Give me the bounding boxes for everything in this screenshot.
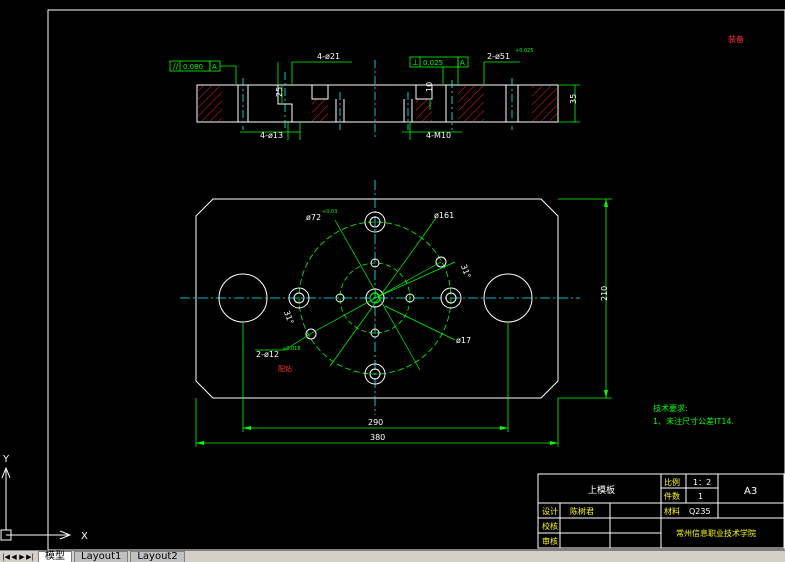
red-note: 配钻 bbox=[278, 364, 292, 373]
holes-13-label: 4-ø13 bbox=[260, 131, 283, 140]
tech-notes-line1: 1、未注尺寸公差IT14. bbox=[653, 416, 734, 426]
tech-notes-title: 技术要求: bbox=[653, 403, 688, 413]
holes-12-tolerance: +0.018 bbox=[282, 346, 301, 352]
hatch-zone-right bbox=[532, 86, 557, 121]
height-35-label: 35 bbox=[569, 94, 578, 104]
layout-tab-bar: |◀ ◀ ▶ ▶| 模型 Layout1 Layout2 bbox=[0, 550, 785, 562]
tab-next-icon[interactable]: ▶ bbox=[19, 553, 25, 561]
dim-161-label: ø161 bbox=[434, 211, 454, 220]
holes-51-label: 2-ø51 bbox=[487, 52, 510, 61]
stamp-text: 装备 bbox=[728, 34, 744, 44]
hatch-zone-left bbox=[198, 86, 222, 121]
title-qty-label: 件数 bbox=[664, 491, 680, 501]
section-view: // 0.080 A ⊥ 0.025 A 4-ø21 2-ø51 +0.025 … bbox=[169, 48, 580, 140]
section-outline bbox=[196, 84, 559, 123]
perp-symbol: ⊥ bbox=[412, 58, 419, 67]
title-designer-label: 设计 bbox=[542, 506, 558, 516]
perp-datum: A bbox=[460, 59, 465, 67]
title-school: 常州信息职业技术学院 bbox=[676, 528, 756, 538]
hatch-zone-mid-left bbox=[312, 99, 328, 121]
width-380-label: 380 bbox=[370, 433, 385, 442]
title-part-name: 上模板 bbox=[588, 484, 615, 496]
width-290-label: 290 bbox=[368, 418, 383, 427]
thread-m10-label: 4-M10 bbox=[426, 131, 451, 140]
tab-layout1[interactable]: Layout1 bbox=[74, 551, 129, 562]
dim-72-label: ø72 bbox=[306, 213, 321, 222]
height-210-label: 210 bbox=[600, 286, 609, 301]
flatness-value: 0.080 bbox=[183, 63, 203, 71]
title-scale-label: 比例 bbox=[664, 477, 680, 487]
title-sheet-size: A3 bbox=[744, 486, 757, 497]
plate-outline bbox=[195, 198, 559, 399]
title-scale-value: 1：2 bbox=[693, 478, 711, 487]
dim-72-tolerance: +0.03 bbox=[322, 209, 337, 215]
angle-left-label: 31° bbox=[282, 309, 295, 325]
flatness-datum: A bbox=[212, 63, 217, 71]
ucs-x-label: X bbox=[81, 531, 88, 542]
height-10-label: 10 bbox=[425, 82, 434, 92]
tab-first-icon[interactable]: |◀ bbox=[2, 553, 10, 561]
drawing-frame bbox=[47, 9, 785, 550]
tab-model[interactable]: 模型 bbox=[38, 551, 72, 562]
holes-12-label: 2-ø12 bbox=[256, 350, 279, 359]
holes-51-tolerance: +0.025 bbox=[515, 48, 534, 54]
flatness-symbol: // bbox=[173, 62, 179, 71]
title-material-value: Q235 bbox=[689, 507, 711, 516]
ucs-icon bbox=[0, 466, 72, 541]
cad-model-space[interactable]: 装备 bbox=[0, 0, 785, 550]
bolt-circle-72 bbox=[339, 262, 411, 334]
tab-layout2[interactable]: Layout2 bbox=[130, 551, 185, 562]
title-material-label: 材料 bbox=[664, 506, 680, 516]
title-qty-value: 1 bbox=[698, 492, 703, 501]
dim-17-label: ø17 bbox=[456, 336, 471, 345]
tab-last-icon[interactable]: ▶| bbox=[26, 553, 34, 561]
hatch-zone-mid-right bbox=[416, 99, 432, 121]
title-block: 上模板 比例 1：2 件数 1 材料 Q235 A3 设计 陈树君 校核 审核 … bbox=[537, 473, 785, 549]
perp-value: 0.025 bbox=[423, 59, 443, 67]
title-review-label: 审核 bbox=[542, 536, 558, 546]
holes-21-label: 4-ø21 bbox=[317, 52, 340, 61]
tab-nav-buttons: |◀ ◀ ▶ ▶| bbox=[0, 552, 36, 562]
ucs-y-label: Y bbox=[2, 454, 10, 465]
title-designer-name: 陈树君 bbox=[570, 506, 594, 516]
angle-right-label: 31° bbox=[459, 263, 472, 279]
height-25-label: 25 bbox=[275, 87, 284, 97]
tab-prev-icon[interactable]: ◀ bbox=[11, 553, 17, 561]
bolt-circle-161 bbox=[298, 221, 452, 375]
hatch-zone-right-inner bbox=[458, 86, 484, 121]
plan-view: ø72 +0.03 ø161 31° 31° 2-ø12 +0.018 配钻 ø… bbox=[180, 180, 612, 447]
title-check-label: 校核 bbox=[542, 521, 558, 531]
